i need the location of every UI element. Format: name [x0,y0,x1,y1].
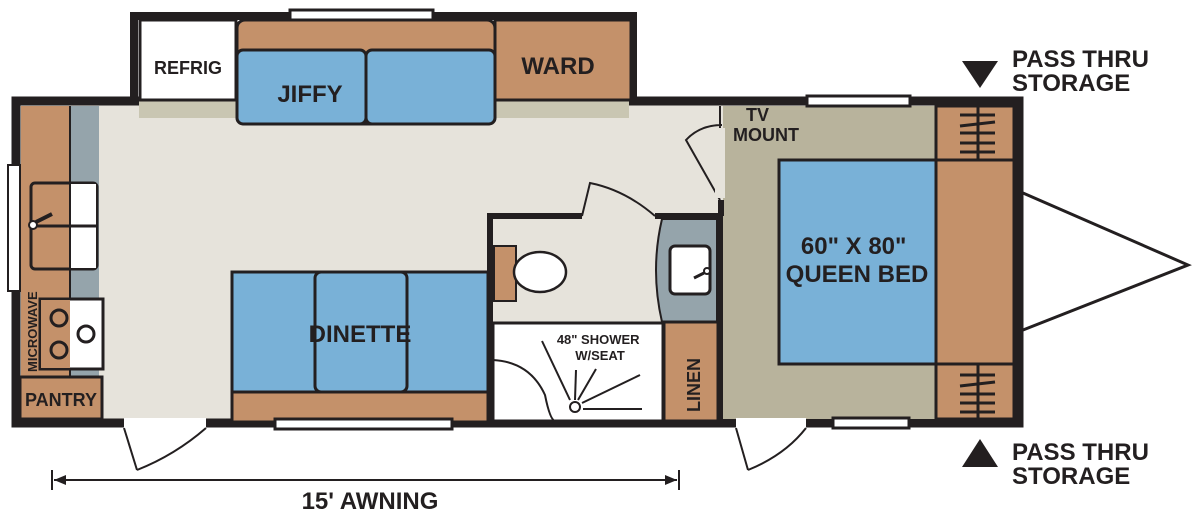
down-arrow-icon [962,61,998,88]
pass-thru-top-label: PASS THRU STORAGE [1012,46,1156,97]
bedroom-bottom-window [831,416,911,430]
bedroom-door[interactable] [684,106,723,201]
refrigerator [138,18,238,102]
pantry [18,375,104,421]
pass-thru-storage-cabinets [934,104,1016,421]
wardrobe [493,18,633,102]
refrig-label: REFRIG [154,58,222,78]
shower-label: 48" SHOWER W/SEAT [557,332,643,363]
entry-door[interactable] [123,427,207,471]
bath-door[interactable] [581,181,656,217]
entry-door-opening [124,418,206,428]
bedroom-entry-door[interactable] [735,427,807,471]
tv-mount-label: TV MOUNT [733,105,799,145]
jiffy-sofa: JIFFY [235,18,497,126]
dinette-label: DINETTE [309,321,412,348]
bed-label: 60" X 80" QUEEN BED [786,233,929,288]
dinette: DINETTE [230,270,490,424]
toilet [493,245,568,302]
hitch [1022,191,1192,332]
bath-sink [668,244,712,296]
queen-bed [777,158,938,366]
jiffy-label: JIFFY [277,81,342,108]
left-window [7,164,21,292]
pass-thru-bottom-label: PASS THRU STORAGE [1012,439,1156,490]
linen-cabinet [662,320,720,423]
awning-dimension [51,470,680,490]
shower: 48" SHOWER W/SEAT [491,321,665,423]
kitchen-sink [28,181,99,271]
pantry-label: PANTRY [25,390,97,410]
stove [38,297,105,371]
awning-label: 15' AWNING [302,488,439,515]
bottom-window [273,417,454,431]
bedroom-top-window [805,94,912,108]
ward-label: WARD [521,53,594,80]
microwave-label: MICROWAVE [25,291,40,372]
up-arrow-icon [962,439,998,467]
linen-label: LINEN [684,358,704,412]
